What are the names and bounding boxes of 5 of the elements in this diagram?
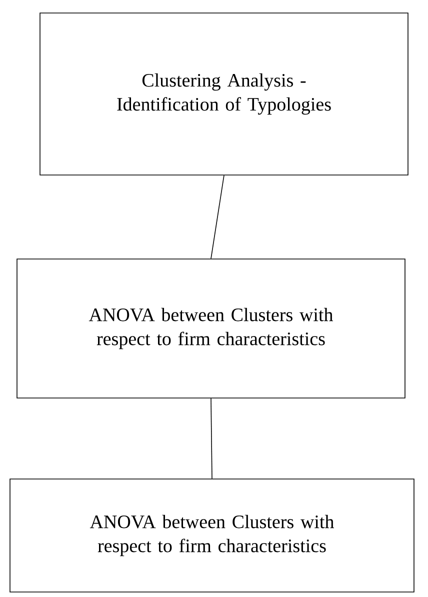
process-box: ANOVA between Clusters with respect to firm characteristics [16, 258, 406, 398]
process-box: Clustering Analysis - Identification of Typologies [40, 12, 408, 176]
process-box: ANOVA between Clusters with respect to firm characteristics [10, 478, 414, 592]
connector-line [210, 398, 212, 479]
connector-line [210, 175, 224, 259]
